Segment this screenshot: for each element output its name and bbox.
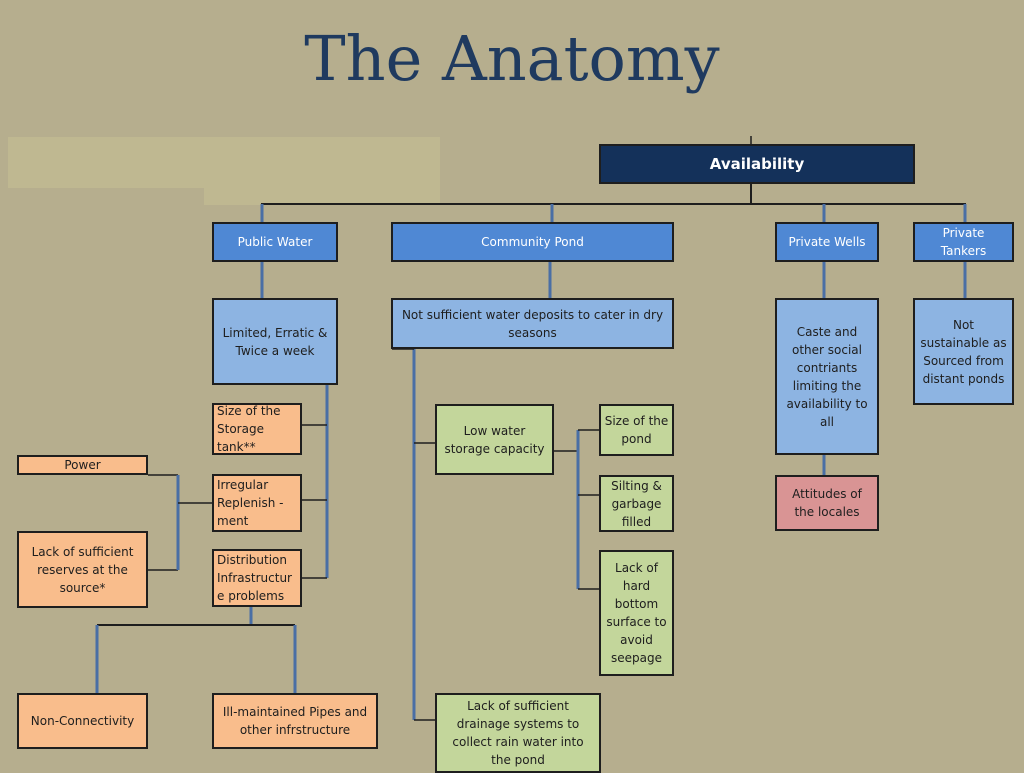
page-title: The Anatomy bbox=[304, 22, 720, 95]
distribution-infra-node: Distribution Infrastructur e problems bbox=[212, 549, 302, 607]
low-storage-node: Low water storage capacity bbox=[435, 404, 554, 475]
not-sustainable-node: Not sustainable as Sourced from distant … bbox=[913, 298, 1014, 405]
private-wells-node: Private Wells bbox=[775, 222, 879, 262]
silting-node: Silting & garbage filled bbox=[599, 475, 674, 532]
public-water-node: Public Water bbox=[212, 222, 338, 262]
drainage-node: Lack of sufficient drainage systems to c… bbox=[435, 693, 601, 773]
background-shade-strip bbox=[204, 188, 440, 205]
ill-maintained-node: Ill-maintained Pipes and other infrstruc… bbox=[212, 693, 378, 749]
background-shade-panel bbox=[8, 137, 440, 188]
community-pond-node: Community Pond bbox=[391, 222, 674, 262]
non-connectivity-node: Non-Connectivity bbox=[17, 693, 148, 749]
not-sufficient-deposits-node: Not sufficient water deposits to cater i… bbox=[391, 298, 674, 349]
pond-size-node: Size of the pond bbox=[599, 404, 674, 456]
availability-node: Availability bbox=[599, 144, 915, 184]
irregular-replenishment-node: Irregular Replenish - ment bbox=[212, 474, 302, 532]
hard-bottom-node: Lack of hard bottom surface to avoid see… bbox=[599, 550, 674, 676]
caste-social-node: Caste and other social contriants limiti… bbox=[775, 298, 879, 455]
power-node: Power bbox=[17, 455, 148, 475]
limited-erratic-node: Limited, Erratic & Twice a week bbox=[212, 298, 338, 385]
storage-tank-node: Size of the Storage tank** bbox=[212, 403, 302, 455]
attitudes-node: Attitudes of the locales bbox=[775, 475, 879, 531]
lack-reserves-node: Lack of sufficient reserves at the sourc… bbox=[17, 531, 148, 608]
private-tankers-node: Private Tankers bbox=[913, 222, 1014, 262]
